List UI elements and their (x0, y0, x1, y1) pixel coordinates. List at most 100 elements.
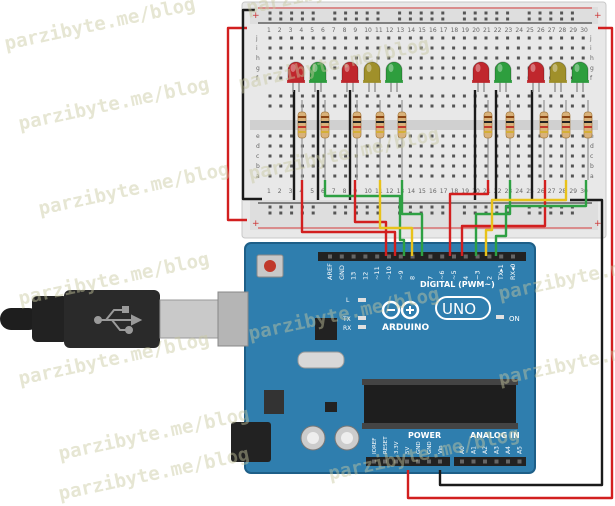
breadboard-hole (560, 104, 564, 108)
power-pin-hole[interactable] (383, 459, 387, 464)
breadboard-hole (570, 46, 574, 50)
breadboard-hole (452, 164, 456, 168)
analog-header (454, 457, 526, 466)
breadboard-hole (376, 164, 380, 168)
digital-pin-hole[interactable] (463, 254, 468, 259)
digital-pin-label: ~10 (385, 266, 393, 280)
digital-pin-hole[interactable] (487, 254, 492, 259)
breadboard-hole (570, 134, 574, 138)
led-8 (527, 61, 545, 92)
breadboard-hole (452, 76, 456, 80)
power-pin-hole[interactable] (394, 459, 398, 464)
breadboard-hole (419, 104, 423, 108)
rail-hole (398, 17, 402, 21)
voltage-regulator (264, 390, 284, 414)
digital-pin-hole[interactable] (375, 254, 380, 259)
breadboard-hole (581, 134, 585, 138)
breadboard-hole (322, 164, 326, 168)
row-letter: e (256, 133, 260, 140)
digital-pin-label: GND (338, 265, 346, 280)
digital-pin-hole[interactable] (351, 254, 356, 259)
breadboard-hole (376, 56, 380, 60)
breadboard-hole (516, 164, 520, 168)
breadboard-hole (516, 36, 520, 40)
breadboard-hole (322, 36, 326, 40)
breadboard-hole (441, 164, 445, 168)
rail-hole (344, 205, 348, 209)
breadboard-hole (419, 56, 423, 60)
power-pin-hole[interactable] (416, 459, 420, 464)
row-letter: g (256, 65, 260, 72)
digital-pin-hole[interactable] (511, 254, 515, 259)
breadboard-hole (549, 174, 553, 178)
power-pin-hole[interactable] (427, 459, 431, 464)
breadboard-hole (473, 46, 477, 50)
wire-green-sig-10 (494, 180, 588, 256)
column-number-top: 8 (343, 27, 347, 34)
rail-hole (290, 205, 294, 209)
rail-hole (560, 11, 564, 15)
digital-pin-hole[interactable] (328, 254, 332, 259)
breadboard-hole (376, 154, 380, 158)
analog-pin-hole[interactable] (460, 459, 464, 464)
column-number-bottom: 28 (559, 188, 567, 195)
breadboard-hole (322, 104, 326, 108)
digital-pin-hole[interactable] (440, 254, 445, 259)
breadboard-hole (387, 94, 391, 98)
breadboard-hole (344, 94, 348, 98)
rail-hole (462, 17, 466, 21)
chip-socket-bottom (362, 423, 518, 429)
breadboard-hole (581, 46, 585, 50)
column-number-top: 9 (353, 27, 357, 34)
rail-hole (430, 211, 434, 215)
digital-pin-label: ~9 (397, 270, 405, 280)
rail-hole (311, 11, 315, 15)
digital-pin-hole[interactable] (410, 254, 415, 259)
rail-hole (549, 11, 553, 15)
breadboard-hole (365, 36, 369, 40)
breadboard-hole (527, 104, 531, 108)
rail-hole (473, 205, 477, 209)
rail-hole (300, 17, 304, 21)
wires (226, 8, 614, 500)
column-number-top: 27 (548, 27, 556, 34)
digital-pin-hole[interactable] (387, 254, 391, 259)
breadboard-hole (462, 144, 466, 148)
breadboard-hole (484, 46, 488, 50)
breadboard-hole (452, 154, 456, 158)
rail-hole (376, 11, 380, 15)
analog-pin-hole[interactable] (494, 459, 499, 464)
breadboard-hole (322, 56, 326, 60)
breadboard-hole (268, 154, 272, 158)
rail-hole (268, 205, 272, 209)
rail-hole (333, 11, 337, 15)
digital-pin-hole[interactable] (452, 254, 456, 259)
power-pin-hole[interactable] (405, 459, 409, 464)
column-number-top: 16 (429, 27, 437, 34)
breadboard-hole (581, 94, 585, 98)
digital-pin-hole[interactable] (499, 254, 504, 259)
analog-pin-hole[interactable] (506, 459, 510, 464)
digital-pin-hole[interactable] (339, 254, 344, 259)
column-number-bottom: 23 (505, 188, 513, 195)
digital-pin-hole[interactable] (363, 254, 368, 259)
breadboard-hole (365, 164, 369, 168)
power-pin-hole[interactable] (372, 459, 376, 464)
power-pin-hole[interactable] (438, 459, 442, 464)
breadboard-hole (484, 94, 488, 98)
digital-pin-hole[interactable] (428, 254, 433, 259)
rail-hole (268, 211, 272, 215)
power-pin-label: Vin (438, 445, 444, 454)
analog-pin-hole[interactable] (517, 459, 522, 464)
breadboard-hole (290, 174, 294, 178)
digital-pin-hole[interactable] (398, 254, 403, 259)
breadboard-hole (441, 76, 445, 80)
analog-pin-hole[interactable] (483, 459, 487, 464)
digital-pin-hole[interactable] (475, 254, 480, 259)
breadboard-hole (430, 66, 434, 70)
digital-header (318, 252, 526, 261)
analog-pin-hole[interactable] (471, 459, 476, 464)
rail-hole (419, 17, 423, 21)
breadboard-hole (495, 36, 499, 40)
